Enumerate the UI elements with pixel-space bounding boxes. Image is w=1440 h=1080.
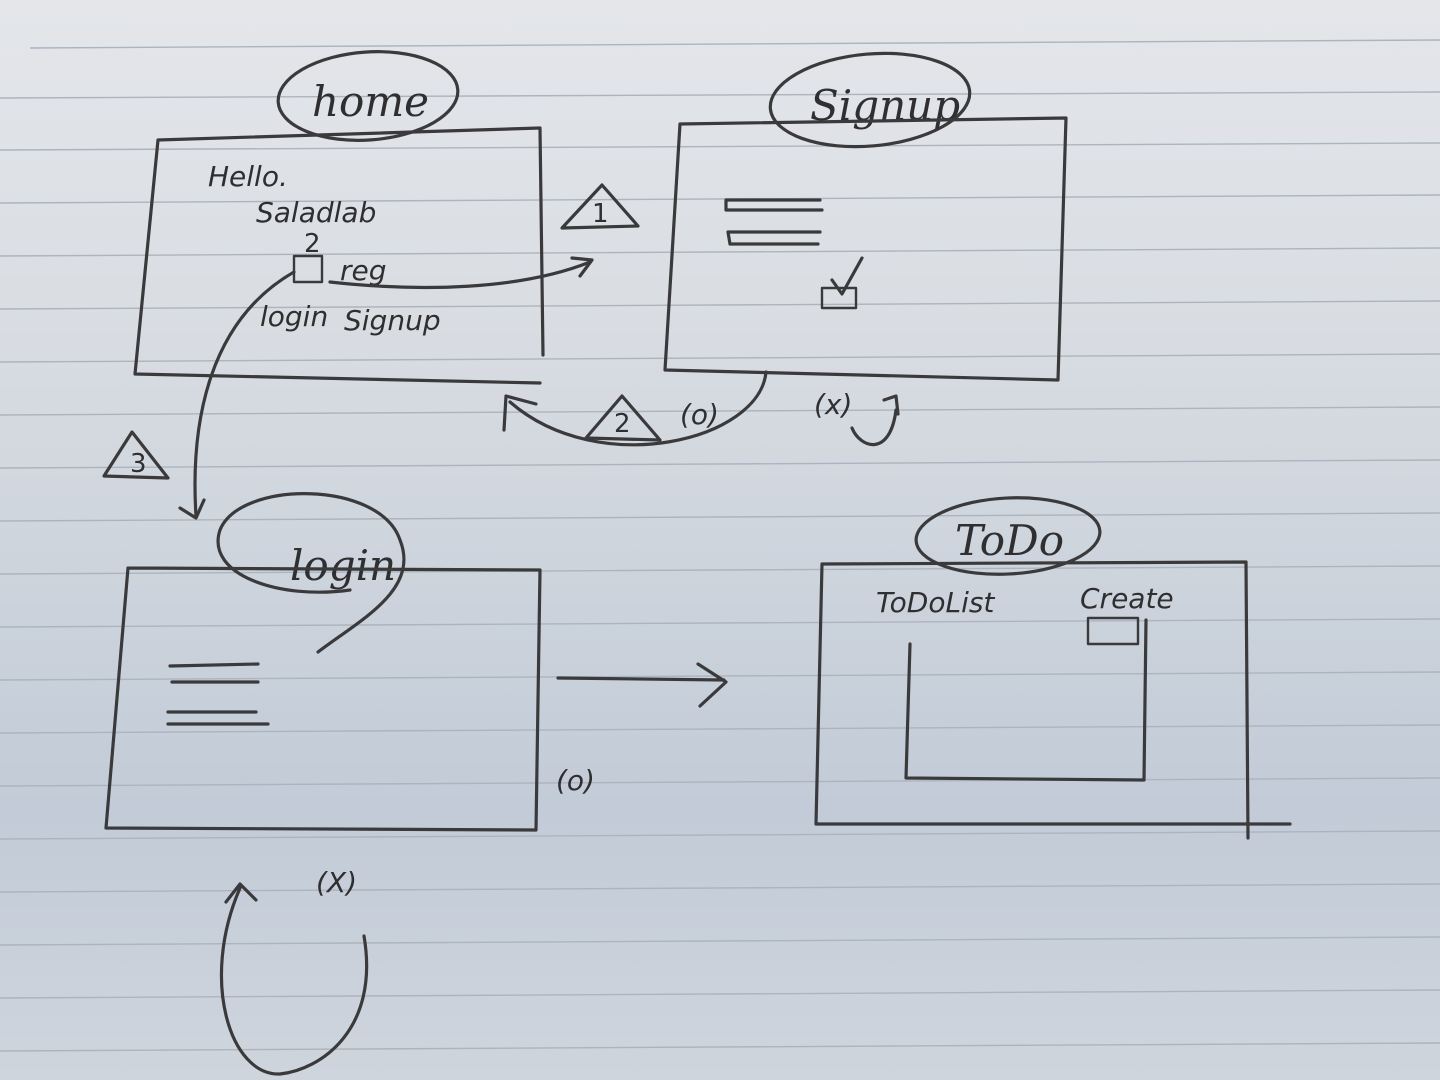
login-fail-marker: (X): [316, 866, 357, 899]
login-input-1[interactable]: [168, 662, 260, 684]
todo-frame: [814, 560, 1292, 840]
login-frame: [104, 566, 542, 832]
signup-fail-marker: (x): [814, 388, 852, 421]
arrowhead-icon: [570, 256, 594, 278]
home-button-sketch[interactable]: [292, 254, 324, 284]
step-triangle-2: [584, 394, 662, 442]
flow-connectors: 1 2 (o) (x) 3 (o) (X): [102, 183, 900, 1076]
todo-list-area: [904, 618, 1148, 782]
arrow-signup-to-home: [508, 370, 768, 447]
arrow-home-to-login: [193, 270, 296, 518]
home-button-label[interactable]: reg: [340, 254, 387, 287]
step-triangle-1: [560, 183, 640, 230]
home-frame: [133, 126, 545, 385]
home-step-badge: 2: [304, 229, 321, 259]
arrow-home-to-signup: [328, 260, 592, 290]
todo-title: ToDo: [955, 516, 1064, 565]
arrowhead-icon: [178, 498, 206, 520]
todo-screen: ToDo ToDoList Create: [814, 496, 1292, 840]
signup-screen: Signup: [663, 51, 1068, 382]
todo-create-button[interactable]: [1086, 616, 1140, 646]
login-title: login: [290, 541, 396, 590]
home-greeting: Hello.: [208, 160, 288, 193]
signup-retry-loop: [850, 394, 900, 447]
login-success-marker: (o): [556, 764, 595, 797]
home-app-name: Saladlab: [256, 196, 376, 229]
home-signup-link[interactable]: Signup: [344, 304, 441, 337]
signup-title-bubble: [768, 51, 972, 149]
login-title-bubble: [216, 492, 406, 654]
step-1-label: 1: [592, 199, 609, 229]
signup-input-1[interactable]: [724, 198, 824, 212]
signup-frame: [663, 116, 1068, 382]
todo-title-bubble: [914, 496, 1102, 576]
signup-success-marker: (o): [680, 398, 719, 431]
login-screen: login: [104, 492, 542, 832]
home-title: home: [312, 77, 429, 126]
arrow-login-to-todo: [556, 662, 728, 708]
check-icon: [830, 256, 864, 296]
login-input-2[interactable]: [166, 710, 270, 726]
login-retry-loop: [219, 882, 369, 1076]
step-2-label: 2: [614, 409, 631, 439]
arrowhead-icon: [502, 394, 538, 432]
home-title-bubble: [276, 50, 460, 142]
home-screen: home Hello. Saladlab 2 reg login Signup: [133, 50, 545, 385]
signup-input-2[interactable]: [726, 230, 822, 246]
step-3-label: 3: [130, 449, 147, 479]
todo-create-label[interactable]: Create: [1080, 582, 1174, 615]
todo-list-label: ToDoList: [876, 586, 995, 619]
step-triangle-3: [102, 430, 170, 480]
home-login-link[interactable]: login: [260, 300, 328, 333]
